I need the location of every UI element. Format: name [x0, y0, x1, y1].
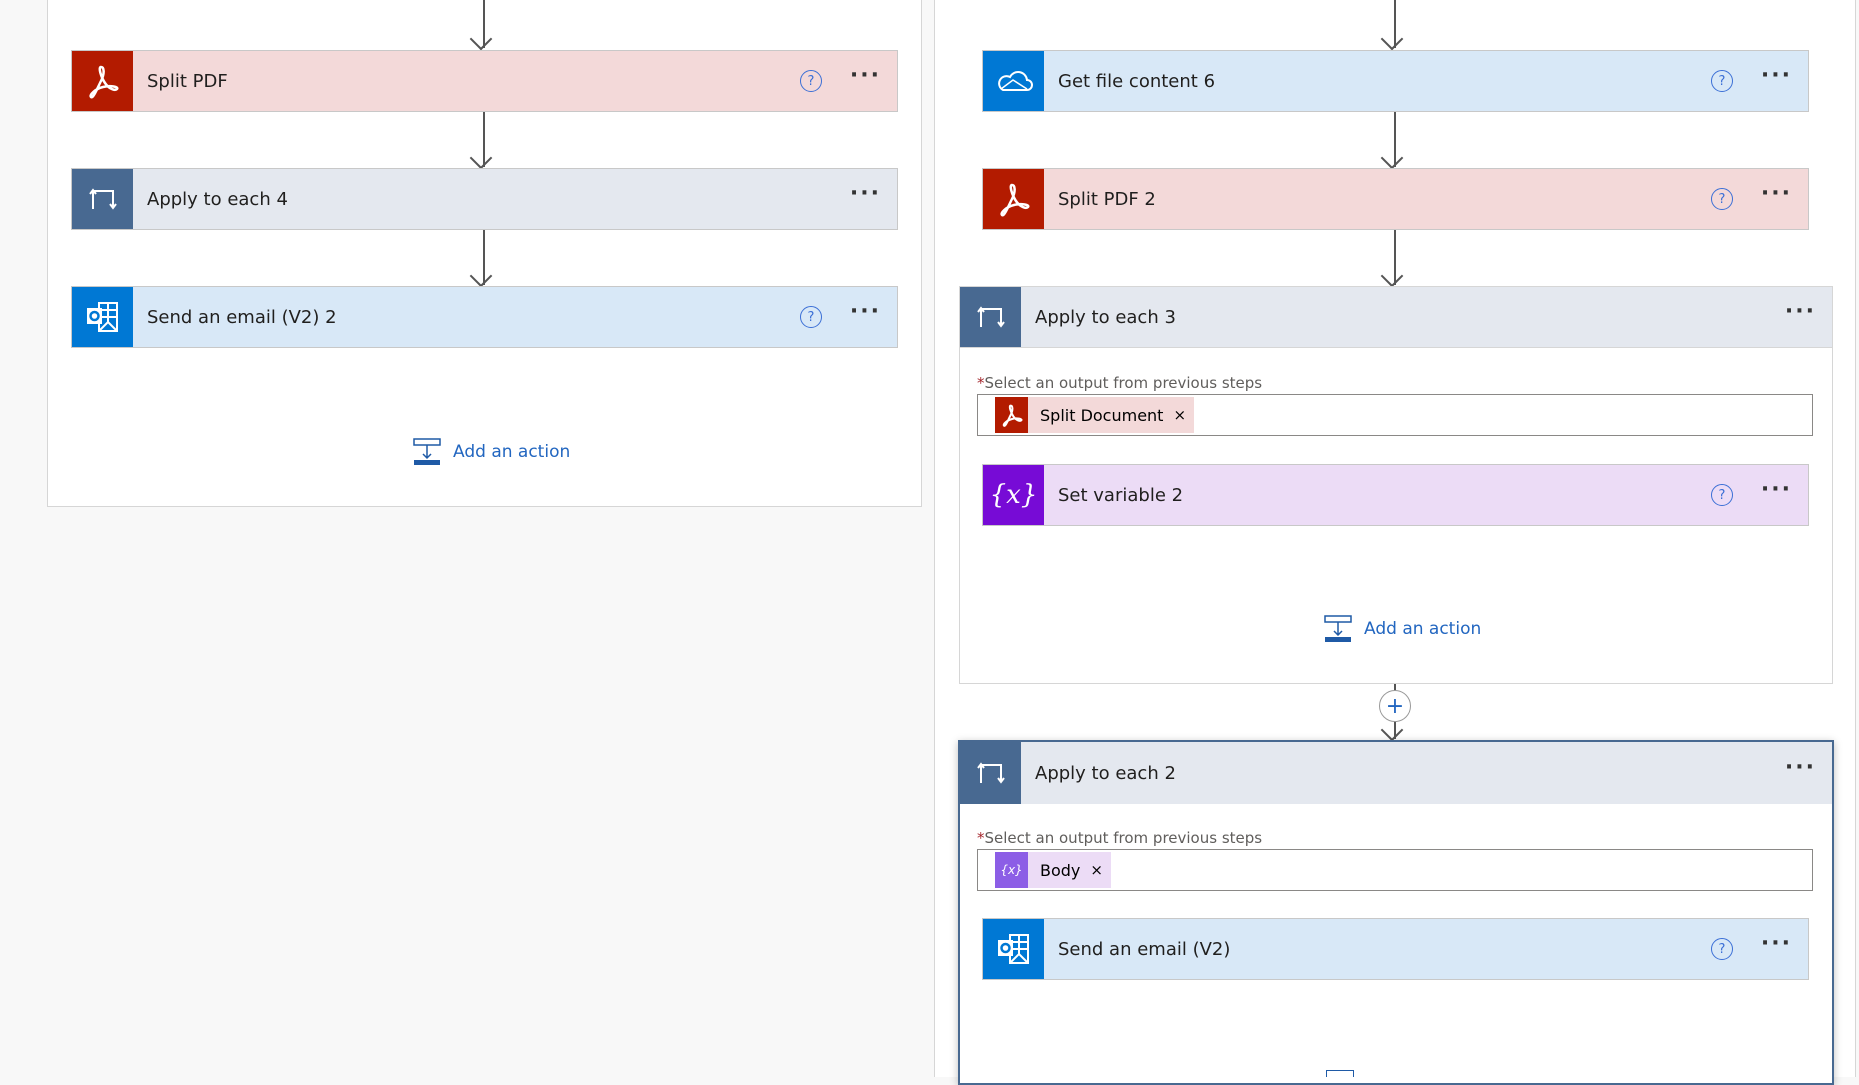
onedrive-icon: [983, 51, 1044, 111]
outlook-icon: [72, 287, 133, 347]
connector-arrow: [1394, 112, 1396, 167]
output-select-input[interactable]: Split Document ×: [977, 394, 1813, 436]
more-options-button[interactable]: ···: [849, 299, 881, 324]
variable-icon: {x}: [983, 465, 1044, 525]
action-split-pdf-2[interactable]: Split PDF 2 ? ···: [982, 168, 1809, 230]
more-options-button[interactable]: ···: [849, 181, 881, 206]
action-split-pdf[interactable]: Split PDF ? ···: [71, 50, 898, 112]
plus-icon: +: [1385, 693, 1405, 719]
add-action-icon: [1324, 615, 1352, 642]
more-options-button[interactable]: ···: [1760, 477, 1792, 502]
action-set-variable-2[interactable]: {x} Set variable 2 ? ···: [982, 464, 1809, 526]
adobe-pdf-icon: [983, 169, 1044, 229]
action-title: Split PDF: [147, 70, 228, 92]
help-icon[interactable]: ?: [1710, 188, 1733, 210]
remove-token-button[interactable]: ×: [1090, 861, 1103, 879]
loop-icon: [960, 287, 1021, 347]
action-title: Apply to each 4: [147, 188, 288, 210]
more-options-button[interactable]: ···: [1784, 755, 1816, 780]
remove-token-button[interactable]: ×: [1173, 406, 1187, 424]
action-get-file-content-6[interactable]: Get file content 6 ? ···: [982, 50, 1809, 112]
token-label: Split Document: [1040, 405, 1164, 425]
output-select-input[interactable]: {x} Body ×: [977, 849, 1813, 891]
output-field-label: *Select an output from previous steps: [977, 374, 1262, 392]
connector-arrow: [1394, 230, 1396, 285]
loop-icon: [960, 742, 1021, 804]
add-an-action-button[interactable]: Add an action: [1324, 615, 1481, 643]
more-options-button[interactable]: ···: [849, 63, 881, 88]
action-title: Split PDF 2: [1058, 188, 1156, 210]
loop-icon: [72, 169, 133, 229]
apply-to-each-3-header[interactable]: Apply to each 3 ···: [959, 286, 1833, 348]
add-an-action-button[interactable]: Add an action: [413, 438, 570, 466]
label-text: Select an output from previous steps: [984, 374, 1263, 392]
action-send-email-v2[interactable]: Send an email (V2) ? ···: [982, 918, 1809, 980]
add-action-icon[interactable]: [1326, 1070, 1354, 1077]
apply-to-each-2-header[interactable]: Apply to each 2 ···: [960, 742, 1832, 804]
action-title: Set variable 2: [1058, 484, 1184, 506]
token-body[interactable]: {x} Body ×: [995, 852, 1111, 888]
add-action-icon: [413, 438, 441, 465]
required-marker: *: [977, 829, 985, 847]
help-icon[interactable]: ?: [1710, 484, 1733, 506]
help-icon[interactable]: ?: [1710, 70, 1733, 92]
label-text: Select an output from previous steps: [984, 829, 1263, 847]
add-action-label: Add an action: [453, 442, 571, 462]
adobe-pdf-icon: [72, 51, 133, 111]
token-label: Body: [1040, 860, 1081, 880]
action-title: Send an email (V2): [1058, 938, 1231, 960]
more-options-button[interactable]: ···: [1760, 931, 1792, 956]
more-options-button[interactable]: ···: [1760, 181, 1792, 206]
connector-arrow: [483, 230, 485, 285]
variable-icon: {x}: [995, 852, 1028, 888]
required-marker: *: [977, 374, 985, 392]
action-title: Send an email (V2) 2: [147, 306, 337, 328]
add-action-label: Add an action: [1364, 619, 1482, 639]
help-icon[interactable]: ?: [1710, 938, 1733, 960]
help-icon[interactable]: ?: [799, 306, 822, 328]
insert-step-button[interactable]: +: [1379, 690, 1411, 722]
action-title: Apply to each 3: [1035, 306, 1176, 328]
connector-arrow: [1394, 0, 1396, 48]
action-apply-to-each-4[interactable]: Apply to each 4 ···: [71, 168, 898, 230]
adobe-pdf-icon: [995, 397, 1028, 433]
more-options-button[interactable]: ···: [1760, 63, 1792, 88]
token-split-document[interactable]: Split Document ×: [995, 397, 1195, 433]
help-icon[interactable]: ?: [799, 70, 822, 92]
action-title: Apply to each 2: [1035, 762, 1176, 784]
output-field-label: *Select an output from previous steps: [977, 829, 1262, 847]
connector-arrow: [483, 112, 485, 167]
action-title: Get file content 6: [1058, 70, 1216, 92]
outlook-icon: [983, 919, 1044, 979]
action-send-email-v2-2[interactable]: Send an email (V2) 2 ? ···: [71, 286, 898, 348]
more-options-button[interactable]: ···: [1784, 299, 1816, 324]
connector-arrow: [483, 0, 485, 48]
